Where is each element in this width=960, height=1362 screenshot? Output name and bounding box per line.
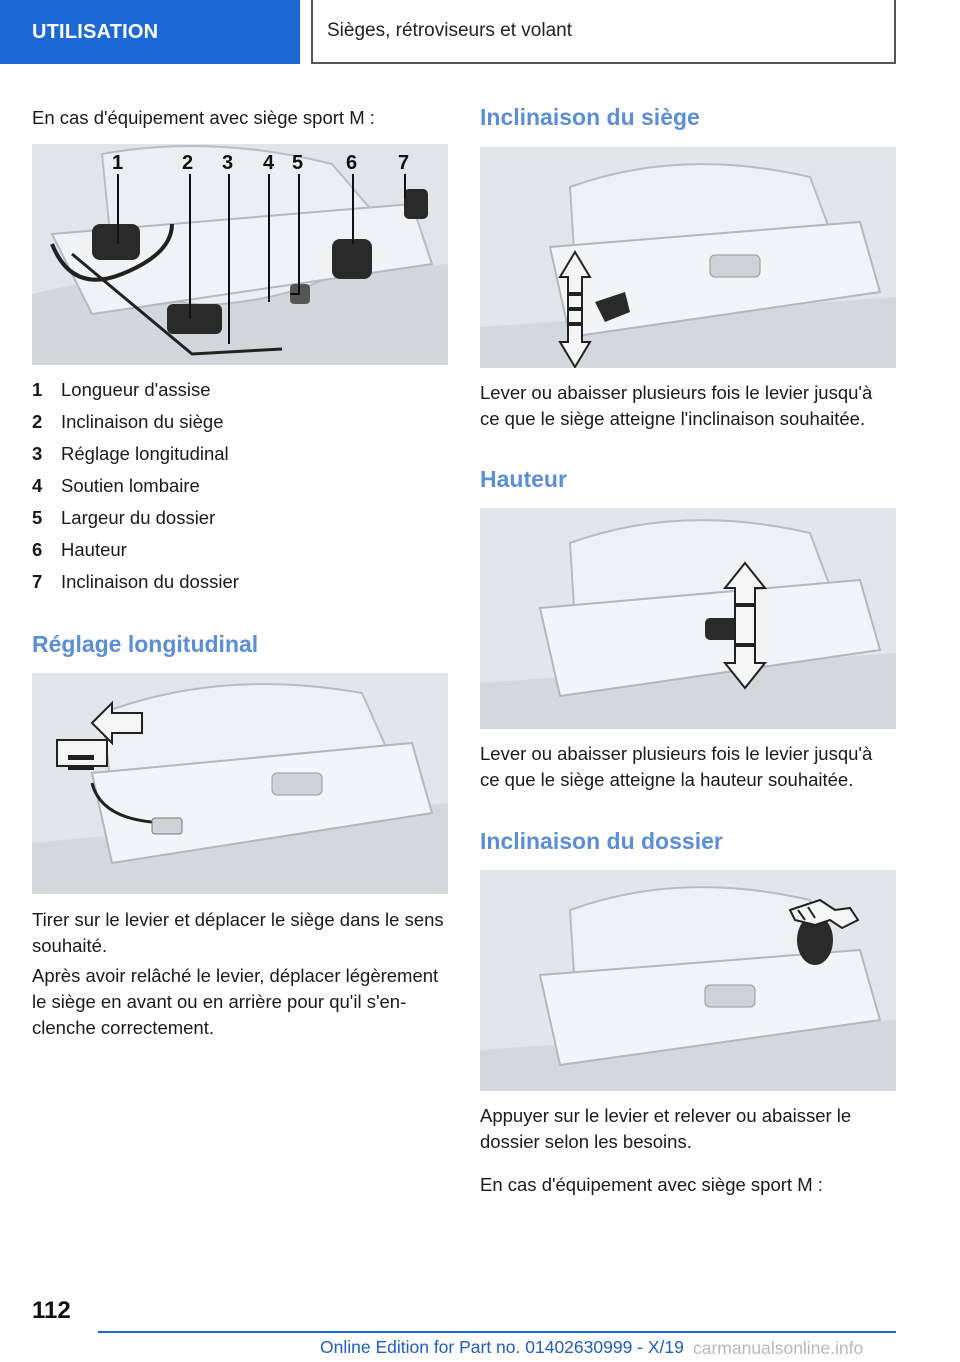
section-title-longitudinal: Réglage longitudinal	[32, 631, 259, 657]
callout-6: 6	[346, 152, 357, 174]
chapter-label: Sièges, rétroviseurs et volant	[327, 20, 573, 41]
paragraph-height: Lever ou abaisser plusieurs fois le levi…	[480, 743, 873, 790]
legend-number: 7	[32, 571, 43, 592]
legend-item: 7 Inclinaison du dossier	[32, 566, 448, 598]
outro-text: En cas d'équipement avec siège sport M :	[480, 1174, 823, 1195]
height-adjust-figure	[480, 508, 896, 729]
callout-1: 1	[112, 152, 123, 174]
legend-label: Longueur d'assise	[61, 379, 211, 400]
legend-number: 6	[32, 539, 43, 560]
callout-2: 2	[182, 152, 193, 174]
backrest-tilt-figure	[480, 870, 896, 1091]
section-title-height: Hauteur	[480, 466, 567, 492]
section-title-seat-tilt: Inclinaison du siège	[480, 104, 700, 130]
legend-number: 1	[32, 379, 43, 400]
section-title-backrest-tilt: Inclinaison du dossier	[480, 828, 723, 854]
press-lever-arrow-icon	[788, 898, 860, 930]
section-label: UTILISATION	[32, 20, 159, 43]
legend-item: 1 Longueur d'assise	[32, 374, 448, 406]
legend-label: Hauteur	[61, 539, 127, 560]
callout-3: 3	[222, 152, 233, 174]
sport-seat-controls-figure: 1 2 3 4 5 6 7	[32, 144, 448, 365]
legend-label: Inclinaison du dossier	[61, 571, 239, 592]
edition-info: Online Edition for Part no. 01402630999 …	[320, 1337, 684, 1357]
paragraph-pull-lever: Tirer sur le levier et déplacer le siège…	[32, 909, 444, 956]
legend-item: 2 Inclinaison du siège	[32, 406, 448, 438]
watermark: carmanualsonline.info	[693, 1338, 864, 1358]
up-down-arrow-icon	[722, 561, 768, 690]
legend-number: 5	[32, 507, 43, 528]
legend-label: Largeur du dossier	[61, 507, 216, 528]
longitudinal-adjust-figure	[32, 673, 448, 894]
legend-item: 4 Soutien lombaire	[32, 470, 448, 502]
legend-item: 6 Hauteur	[32, 534, 448, 566]
seat-tilt-figure	[480, 147, 896, 368]
callout-7: 7	[398, 152, 409, 174]
legend-label: Inclinaison du siège	[61, 411, 224, 432]
legend-item: 3 Réglage longitudinal	[32, 438, 448, 470]
legend-number: 2	[32, 411, 43, 432]
callout-5: 5	[292, 152, 303, 174]
figure-legend: 1 Longueur d'assise 2 Inclinaison du siège…	[32, 374, 448, 598]
paragraph-release-lever: Après avoir relâché le levier, déplacer …	[32, 965, 439, 1038]
section-tab[interactable]: UTILISATION	[0, 0, 300, 64]
legend-item: 5 Largeur du dossier	[32, 502, 448, 534]
up-down-arrow-icon	[558, 250, 592, 368]
legend-number: 3	[32, 443, 43, 464]
legend-label: Soutien lombaire	[61, 475, 200, 496]
intro-text: En cas d'équipement avec siège sport M :	[32, 107, 375, 128]
paragraph-backrest: Appuyer sur le levier et relever ou abai…	[480, 1105, 852, 1152]
legend-number: 4	[32, 475, 43, 496]
footer-divider	[98, 1331, 896, 1333]
legend-label: Réglage longitudinal	[61, 443, 229, 464]
callout-4: 4	[263, 152, 275, 174]
paragraph-seat-tilt: Lever ou abaisser plusieurs fois le levi…	[480, 382, 873, 429]
page-number: 112	[32, 1297, 71, 1324]
chapter-tab[interactable]: Sièges, rétroviseurs et volant	[311, 0, 896, 64]
